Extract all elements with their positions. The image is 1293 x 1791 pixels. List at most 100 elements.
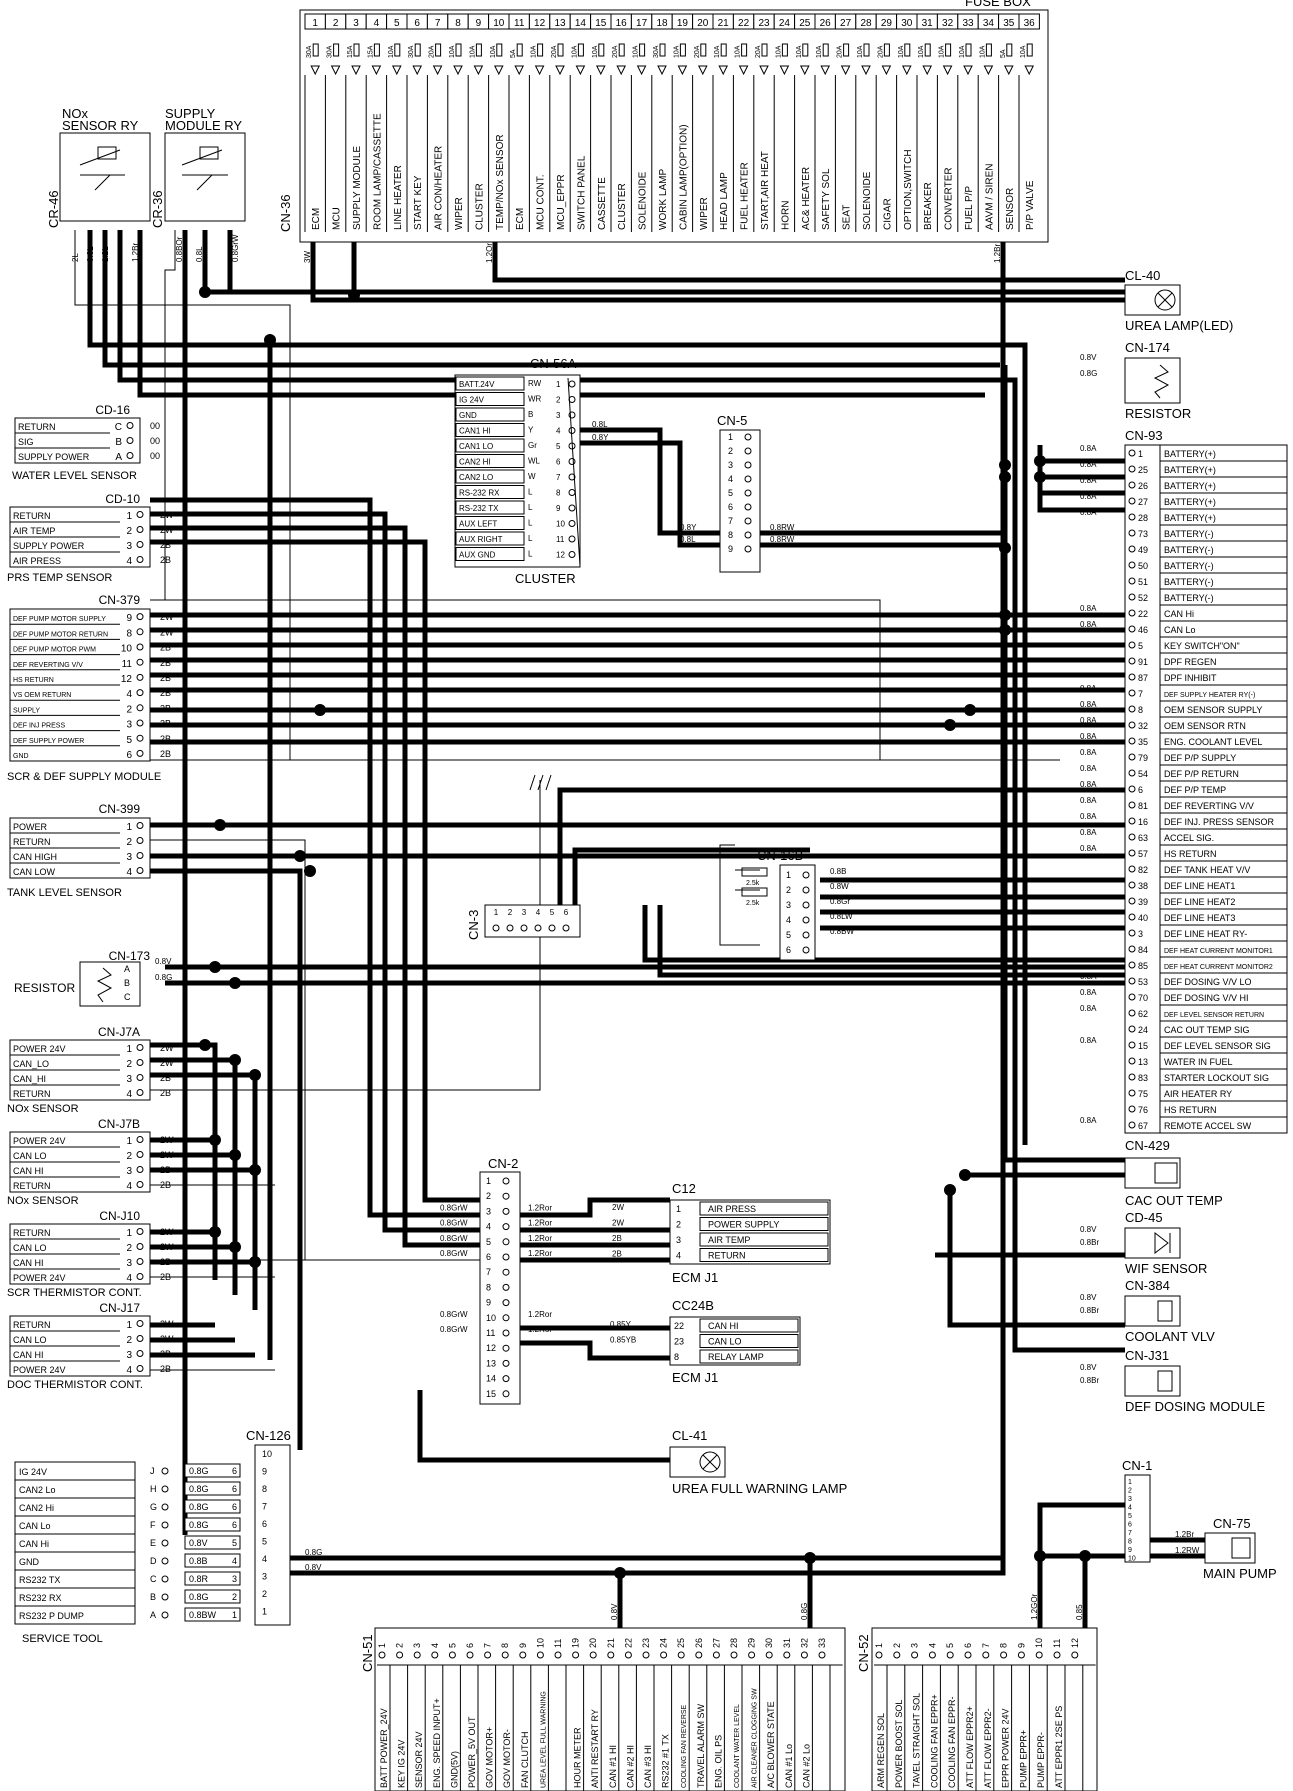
pin-function: RETURN — [708, 1251, 746, 1261]
fuse-label: SENSOR — [1005, 188, 1016, 230]
fuse-number: 33 — [962, 18, 974, 29]
wire-label: 0.8A — [1080, 1116, 1097, 1125]
fuse-rating: 20A — [694, 45, 701, 58]
fuse-rating: 30A — [653, 45, 660, 58]
connector-label: CN-J7A — [98, 1025, 140, 1039]
pin-number: 82 — [1138, 865, 1148, 875]
pin-number: 9 — [1128, 1547, 1132, 1554]
fuse-number: 12 — [534, 18, 546, 29]
fuse-rating: 10A — [979, 45, 986, 58]
fuse-label: MCU — [332, 207, 343, 230]
pin-function: AIR CLEANER CLOGGING SW — [752, 1688, 759, 1788]
fuse-rating: 20A — [877, 45, 884, 58]
pin-number: 40 — [1138, 913, 1148, 923]
row-box — [699, 1201, 829, 1216]
fuse-rating: 10A — [735, 45, 742, 58]
wire-label: 2B — [160, 1073, 171, 1083]
fuse-terminal-icon — [330, 65, 341, 76]
wire-label: 0.8A — [1080, 844, 1097, 853]
pin-function: RS232 TX — [19, 1575, 60, 1585]
pin-number: 3 — [486, 1206, 491, 1216]
cn-429: CN-429 CAC OUT TEMP — [1124, 1138, 1223, 1208]
pin-number: 11 — [122, 659, 133, 670]
pin-socket — [624, 1651, 632, 1659]
pin-socket — [568, 458, 576, 465]
pin-function: IG 24V — [19, 1467, 47, 1477]
pin-number: 1 — [126, 1228, 132, 1239]
pin-function: POWER SUPPLY — [708, 1220, 779, 1230]
pin-function: HOUR METER — [573, 1727, 583, 1788]
pin-socket — [1128, 577, 1136, 585]
pin-socket — [744, 461, 752, 469]
wire-label: 0.8V — [1080, 1225, 1097, 1234]
fuse-icon — [353, 43, 360, 57]
pin-function: CAN HI — [13, 1350, 44, 1360]
fuse-number: 20 — [697, 18, 709, 29]
pin-function: KEY SWITCH"ON" — [1164, 641, 1240, 651]
fuse-number: 3 — [353, 18, 359, 29]
pin-function: OEM SENSOR RTN — [1164, 721, 1246, 731]
pin-number: 3 — [728, 460, 733, 470]
pin-number: 5 — [126, 735, 132, 746]
pin-function: CAN2 Hi — [19, 1503, 54, 1513]
connector-box — [79, 961, 141, 1007]
pin-function: A/C BLOWER STATE — [766, 1701, 776, 1788]
fuse-number: 1 — [312, 18, 318, 29]
pin-function: POWER 24V — [13, 1044, 66, 1054]
pin-number: 22 — [674, 1321, 684, 1331]
pin-socket — [136, 1059, 144, 1066]
wire-label: 0.8A — [1080, 460, 1097, 469]
pin-number: 39 — [1138, 897, 1148, 907]
pin-number: 5 — [262, 1537, 267, 1547]
pin-number: 7 — [1128, 1530, 1132, 1537]
pin-function: VS OEM RETURN — [13, 692, 71, 699]
pin-socket — [1128, 593, 1136, 601]
pin-number: 4 — [126, 1089, 132, 1100]
pin-socket — [1017, 1651, 1025, 1659]
wire-label: 2W — [612, 1203, 624, 1212]
pin-socket — [161, 1503, 169, 1511]
fuse-icon — [496, 43, 503, 57]
wire-label: 2B — [160, 688, 171, 698]
pin-number: 2 — [126, 1243, 132, 1254]
pin-socket — [1128, 1025, 1136, 1033]
pin-function: RETURN — [13, 837, 51, 847]
fuse-label: CIGAR — [882, 198, 893, 230]
pin-number: 3 — [676, 1235, 681, 1245]
pin-function: DEF DOSING V/V LO — [1164, 977, 1252, 987]
pin-number: 3 — [126, 720, 132, 731]
pin-function: BATTERY(+) — [1164, 481, 1216, 491]
relay-title: MODULE RY — [165, 118, 242, 133]
pin-socket — [1128, 1009, 1136, 1017]
wire-label: 1.2Ror — [528, 1234, 552, 1243]
pin-function: CAN Lo — [1164, 625, 1196, 635]
pin-socket — [136, 1151, 144, 1158]
pin-socket — [378, 1651, 386, 1659]
row-box — [455, 423, 525, 437]
fuse-terminal-icon — [595, 65, 606, 76]
pin-function: DEF LINE HEAT3 — [1164, 913, 1235, 923]
pin-number: 1 — [1138, 449, 1143, 459]
wire-label: 2W — [160, 1135, 174, 1145]
pin-number: 3 — [1128, 1496, 1132, 1503]
pin-function: ATT FLOW EPPR2+ — [965, 1706, 975, 1788]
pin-socket — [536, 1651, 544, 1659]
fuse-icon — [883, 43, 890, 57]
wire-label: 0.8W — [830, 882, 849, 891]
pin-number: 11 — [553, 1639, 563, 1648]
wire-label: 0.8G — [189, 1502, 209, 1512]
pin-number: 6 — [465, 1643, 475, 1648]
pin-letter: J — [150, 1466, 155, 1476]
pin-number: 2 — [262, 1589, 267, 1599]
fuse-icon — [516, 43, 523, 57]
relay-connector: CR-36 — [150, 190, 165, 228]
pin-function: RETURN — [13, 1089, 51, 1099]
pin-number: 85 — [1138, 961, 1148, 971]
fuse-number: 5 — [394, 18, 400, 29]
pin-number: 3 — [126, 1350, 132, 1361]
fuse-label: LINE HEATER — [393, 165, 404, 230]
fuse-number: 17 — [636, 18, 648, 29]
pin-function: STARTER LOCKOUT SIG — [1164, 1073, 1269, 1083]
